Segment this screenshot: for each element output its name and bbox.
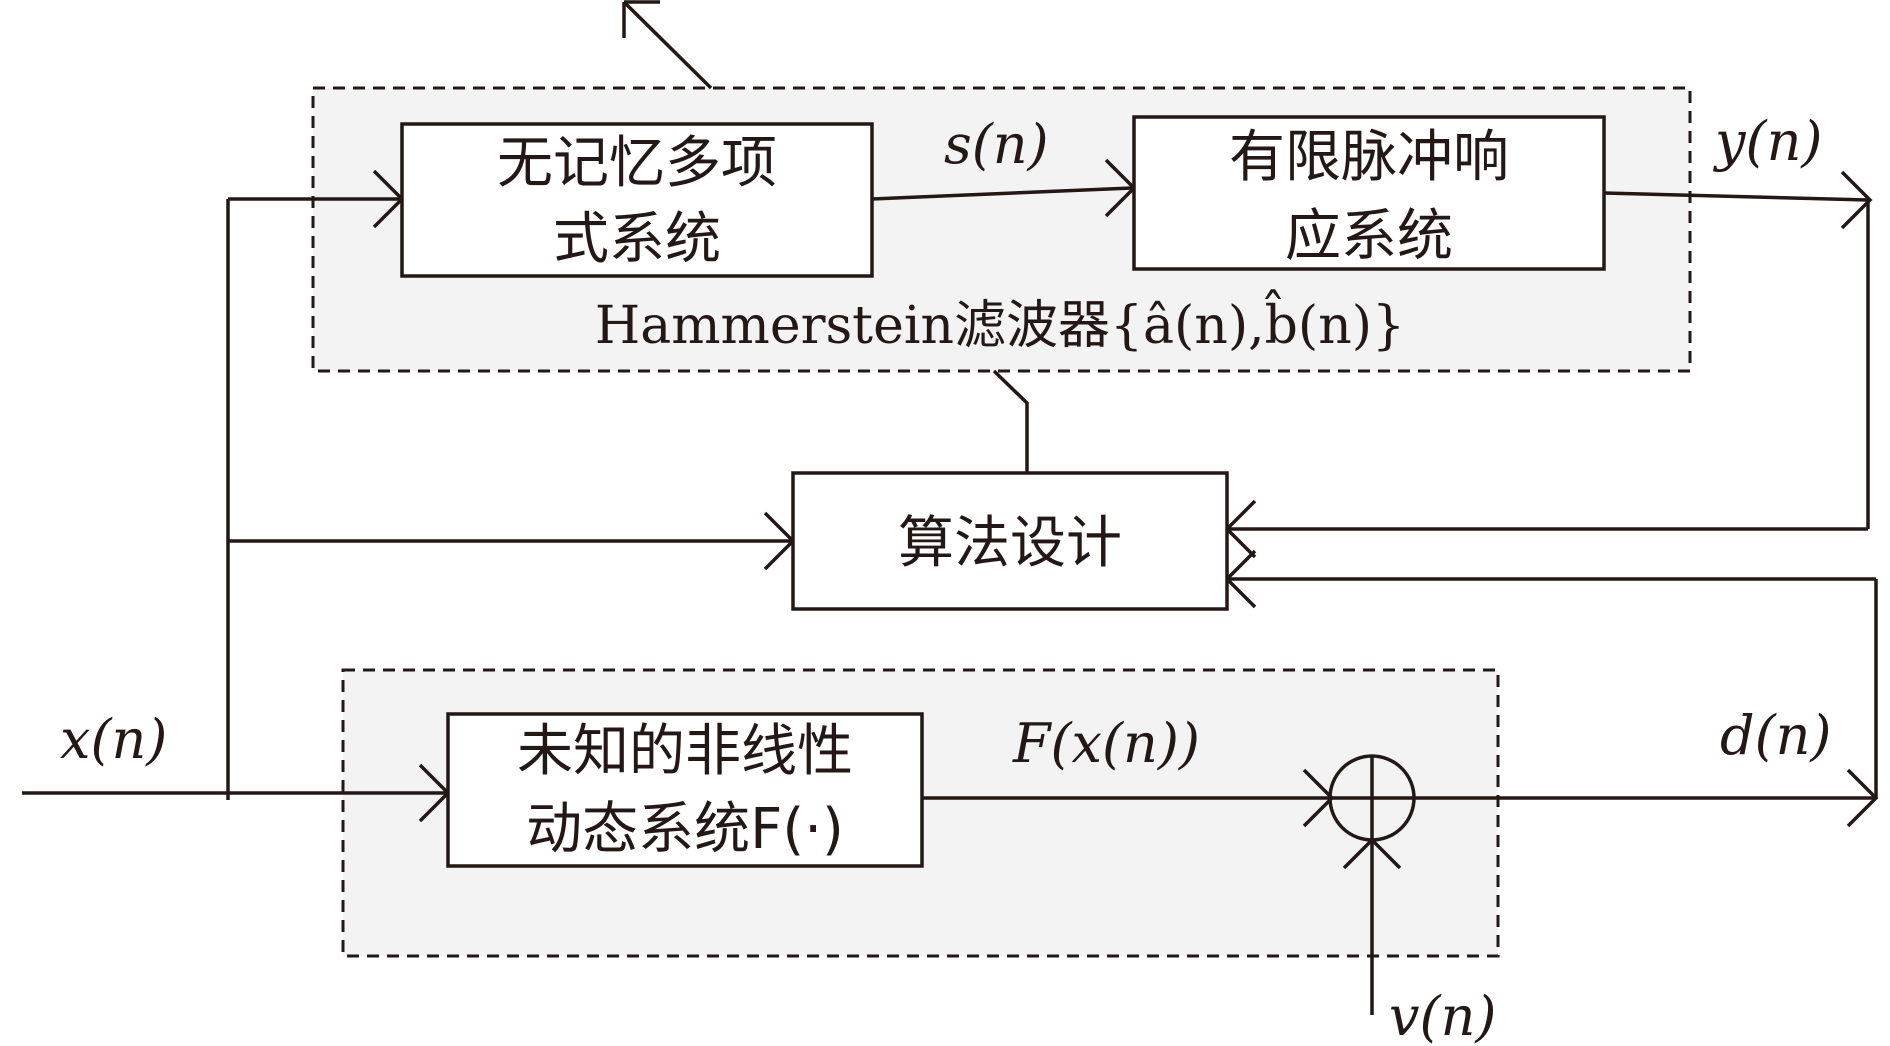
algorithm-design-block <box>791 471 1229 611</box>
fir-label-line2: 应系统 <box>1285 204 1453 269</box>
poly-label-line1: 无记忆多项 <box>497 131 777 196</box>
nonlinear-plant-block <box>446 712 924 868</box>
arrowhead-y-out <box>1840 170 1873 230</box>
polynomial-system-block <box>400 122 874 278</box>
signal-y-label: y(n) <box>1713 110 1822 173</box>
arrowhead-adaptive <box>622 0 660 38</box>
signal-Fx-label: F(x(n)) <box>1012 712 1200 775</box>
signal-d-label: d(n) <box>1720 704 1831 767</box>
hammerstein-caption: Hammerstein滤波器{â(n),b̂(n)} <box>595 290 1405 356</box>
y-wire <box>1603 191 1869 202</box>
adaptive-arrow <box>622 0 713 90</box>
signal-v-label: v(n) <box>1389 985 1496 1046</box>
poly-label-line2: 式系统 <box>553 207 721 272</box>
plant-label-line1: 未知的非线性 <box>517 719 853 784</box>
plant-label-line2: 动态系统F(·) <box>526 797 844 862</box>
signal-s-label: s(n) <box>944 113 1049 176</box>
signal-x-label: x(n) <box>60 708 167 771</box>
fir-system-block <box>1132 115 1606 271</box>
fir-label-line1: 有限脉冲响 <box>1229 125 1509 190</box>
algo-label: 算法设计 <box>898 511 1122 576</box>
adaptation-wire <box>992 369 1029 473</box>
arrowhead-d-out <box>1846 768 1879 828</box>
s-wire <box>871 186 1133 201</box>
